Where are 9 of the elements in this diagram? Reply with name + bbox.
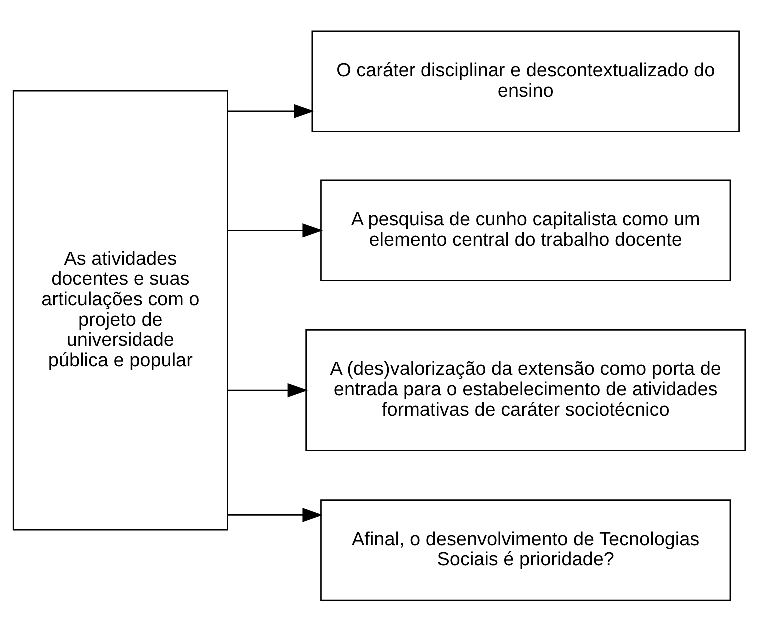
arrow (228, 508, 324, 522)
node-box: As atividades docentes e suas articulações com o projeto de universidade pública e popular (12, 90, 228, 531)
arrow (228, 104, 314, 118)
node-box: Afinal, o desenvolvimento de Tecnologias Sociais é prioridade? (320, 500, 732, 602)
arrow (228, 224, 324, 238)
node-box: A (des)valorização da extensão como porta de entrada para o estabelecimento de atividades formativas de caráter sociotécnico (306, 330, 746, 452)
node-box: O caráter disciplinar e descontextualizado do ensino (312, 30, 740, 132)
arrow (228, 383, 308, 398)
node-box: A pesquisa de cunho capitalista como um elemento central do trabalho docente (320, 180, 732, 282)
